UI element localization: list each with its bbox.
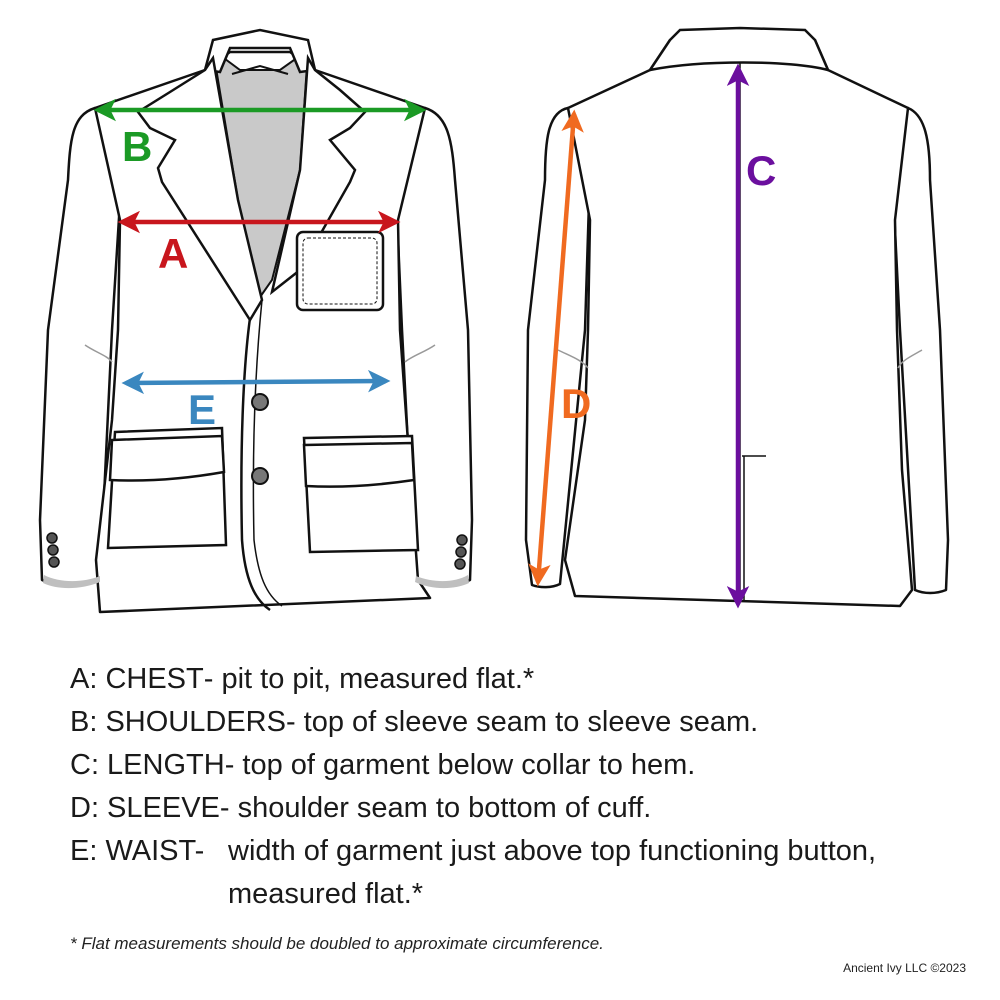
legend-shoulders: B: SHOULDERS - top of sleeve seam to sle… <box>70 701 970 744</box>
footnote: * Flat measurements should be doubled to… <box>70 934 604 953</box>
sleeve-arrow <box>528 109 584 587</box>
jacket-measurement-diagram: B A E C D <box>38 26 950 614</box>
back-collar <box>647 26 831 72</box>
front-closure-line <box>240 317 271 612</box>
legend-length-desc: - top of garment below collar to hem. <box>224 749 696 781</box>
front-cuff-buttons-right <box>454 534 468 570</box>
front-button-bottom <box>251 467 269 485</box>
front-left-cuff-lining <box>43 575 100 589</box>
legend-sleeve-key: D: SLEEVE <box>70 792 220 824</box>
legend-waist: E: WAIST-width of garment just above top… <box>70 830 970 916</box>
legend-length: C: LENGTH - top of garment below collar … <box>70 744 970 787</box>
front-right-pocket <box>302 434 420 554</box>
legend-length-key: C: LENGTH <box>70 749 225 781</box>
label-a: A <box>158 230 188 277</box>
legend-waist-desc: width of garment just above top function… <box>228 835 877 910</box>
copyright: Ancient Ivy LLC ©2023 <box>843 961 966 975</box>
label-c: C <box>746 147 776 194</box>
front-breast-pocket <box>295 230 385 312</box>
legend-shoulders-key: B: SHOULDERS <box>70 706 286 738</box>
legend-sleeve-desc: - shoulder seam to bottom of cuff. <box>219 792 652 824</box>
legend-shoulders-desc: - top of sleeve seam to sleeve seam. <box>285 706 759 738</box>
front-button-top <box>251 393 269 411</box>
legend-waist-key: E: WAIST- <box>70 835 205 867</box>
legend-chest-key: A: CHEST <box>70 663 204 695</box>
front-cuff-buttons-left <box>46 532 60 568</box>
measurement-legend: A: CHEST - pit to pit, measured flat.* B… <box>70 658 970 916</box>
front-right-cuff-lining <box>415 575 469 589</box>
legend-sleeve: D: SLEEVE - shoulder seam to bottom of c… <box>70 787 970 830</box>
label-e: E <box>188 386 216 433</box>
legend-chest: A: CHEST - pit to pit, measured flat.* <box>70 658 970 701</box>
front-left-pocket <box>106 426 228 550</box>
waist-arrow <box>121 369 391 395</box>
label-d: D <box>561 380 591 427</box>
label-b: B <box>122 123 152 170</box>
legend-chest-desc: - pit to pit, measured flat.* <box>203 663 535 695</box>
